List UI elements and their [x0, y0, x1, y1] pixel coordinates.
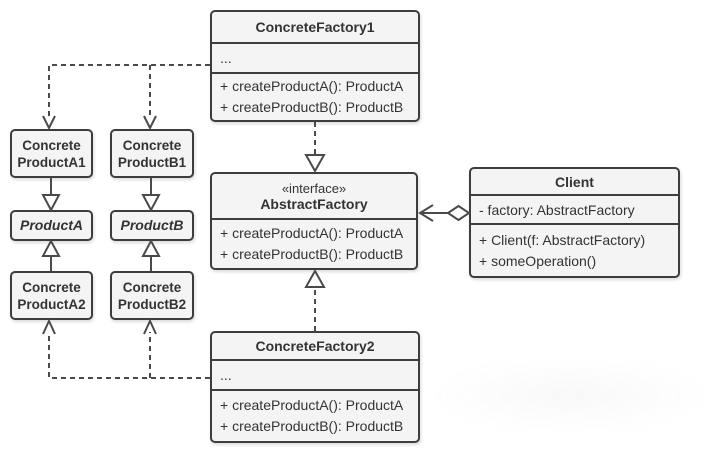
class-name-label: Concrete: [122, 279, 182, 295]
class-name-label: ConcreteFactory2: [255, 338, 375, 354]
class-name-label: AbstractFactory: [260, 195, 368, 212]
arrow-dependency-cf1-to-products: [42, 64, 210, 131]
method-label: + createProductB(): ProductB: [220, 246, 404, 262]
method-label: + createProductB(): ProductB: [220, 99, 404, 115]
class-title: ConcreteFactory2: [212, 333, 418, 361]
class-name-label: Client: [555, 173, 594, 190]
class-client: Client - factory: AbstractFactory + Clie…: [469, 167, 680, 278]
class-name-label: Concrete: [122, 137, 182, 153]
class-title: Client: [471, 169, 678, 196]
class-methods-compartment: + createProductA(): ProductA + createPro…: [212, 391, 418, 441]
method-label: + createProductA(): ProductA: [220, 225, 404, 241]
class-fields-compartment: ...: [212, 361, 418, 391]
background-smudge: [430, 355, 710, 435]
class-title: «interface» AbstractFactory: [212, 174, 416, 220]
stereotype-label: «interface»: [281, 180, 347, 196]
arrow-generalization-b1-to-productb: [141, 178, 161, 213]
arrow-realization-cf1-to-abstractfactory: [304, 122, 326, 174]
ellipsis-label: ...: [220, 367, 232, 383]
class-concrete-product-a1: Concrete ProductA1: [10, 129, 93, 178]
method-label: + createProductA(): ProductA: [220, 397, 404, 413]
arrow-dependency-cf2-to-products: [42, 318, 210, 379]
class-fields-compartment: ...: [212, 44, 418, 74]
class-concrete-product-a2: Concrete ProductA2: [10, 271, 93, 320]
class-name-label: ProductA2: [17, 296, 86, 312]
class-product-a: ProductA: [10, 210, 93, 241]
class-product-b: ProductB: [110, 210, 194, 241]
class-name-label: ConcreteFactory1: [255, 19, 375, 35]
class-name-label: ProductA: [20, 217, 83, 233]
method-label: + someOperation(): [479, 252, 597, 269]
method-label: + createProductA(): ProductA: [220, 78, 404, 94]
class-methods-compartment: + createProductA(): ProductA + createPro…: [212, 74, 418, 120]
class-fields-compartment: - factory: AbstractFactory: [471, 196, 678, 225]
arrow-generalization-b2-to-productb: [141, 238, 161, 271]
class-concrete-factory-2: ConcreteFactory2 ... + createProductA():…: [210, 331, 420, 443]
class-name-label: ProductB2: [117, 296, 187, 312]
class-name-label: ProductB1: [117, 154, 187, 170]
class-name-label: Concrete: [22, 279, 81, 295]
method-label: + createProductB(): ProductB: [220, 418, 404, 434]
class-name-label: Concrete: [22, 137, 81, 153]
class-concrete-product-b1: Concrete ProductB1: [110, 129, 194, 178]
ellipsis-label: ...: [220, 50, 232, 66]
class-abstract-factory: «interface» AbstractFactory + createProd…: [210, 172, 418, 270]
arrow-aggregation-client-to-abstractfactory: [418, 204, 471, 222]
method-label: + Client(f: AbstractFactory): [479, 231, 646, 248]
attribute-label: - factory: AbstractFactory: [479, 201, 635, 218]
arrow-realization-cf2-to-abstractfactory: [304, 268, 326, 331]
class-title: ConcreteFactory1: [212, 12, 418, 44]
class-concrete-factory-1: ConcreteFactory1 ... + createProductA():…: [210, 10, 420, 122]
class-name-label: ProductB: [120, 217, 184, 233]
class-name-label: ProductA1: [17, 154, 86, 170]
arrow-generalization-a1-to-producta: [41, 178, 61, 213]
class-methods-compartment: + createProductA(): ProductA + createPro…: [212, 220, 416, 268]
class-concrete-product-b2: Concrete ProductB2: [110, 271, 194, 320]
class-methods-compartment: + Client(f: AbstractFactory) + someOpera…: [471, 225, 678, 276]
arrow-generalization-a2-to-producta: [41, 238, 61, 271]
